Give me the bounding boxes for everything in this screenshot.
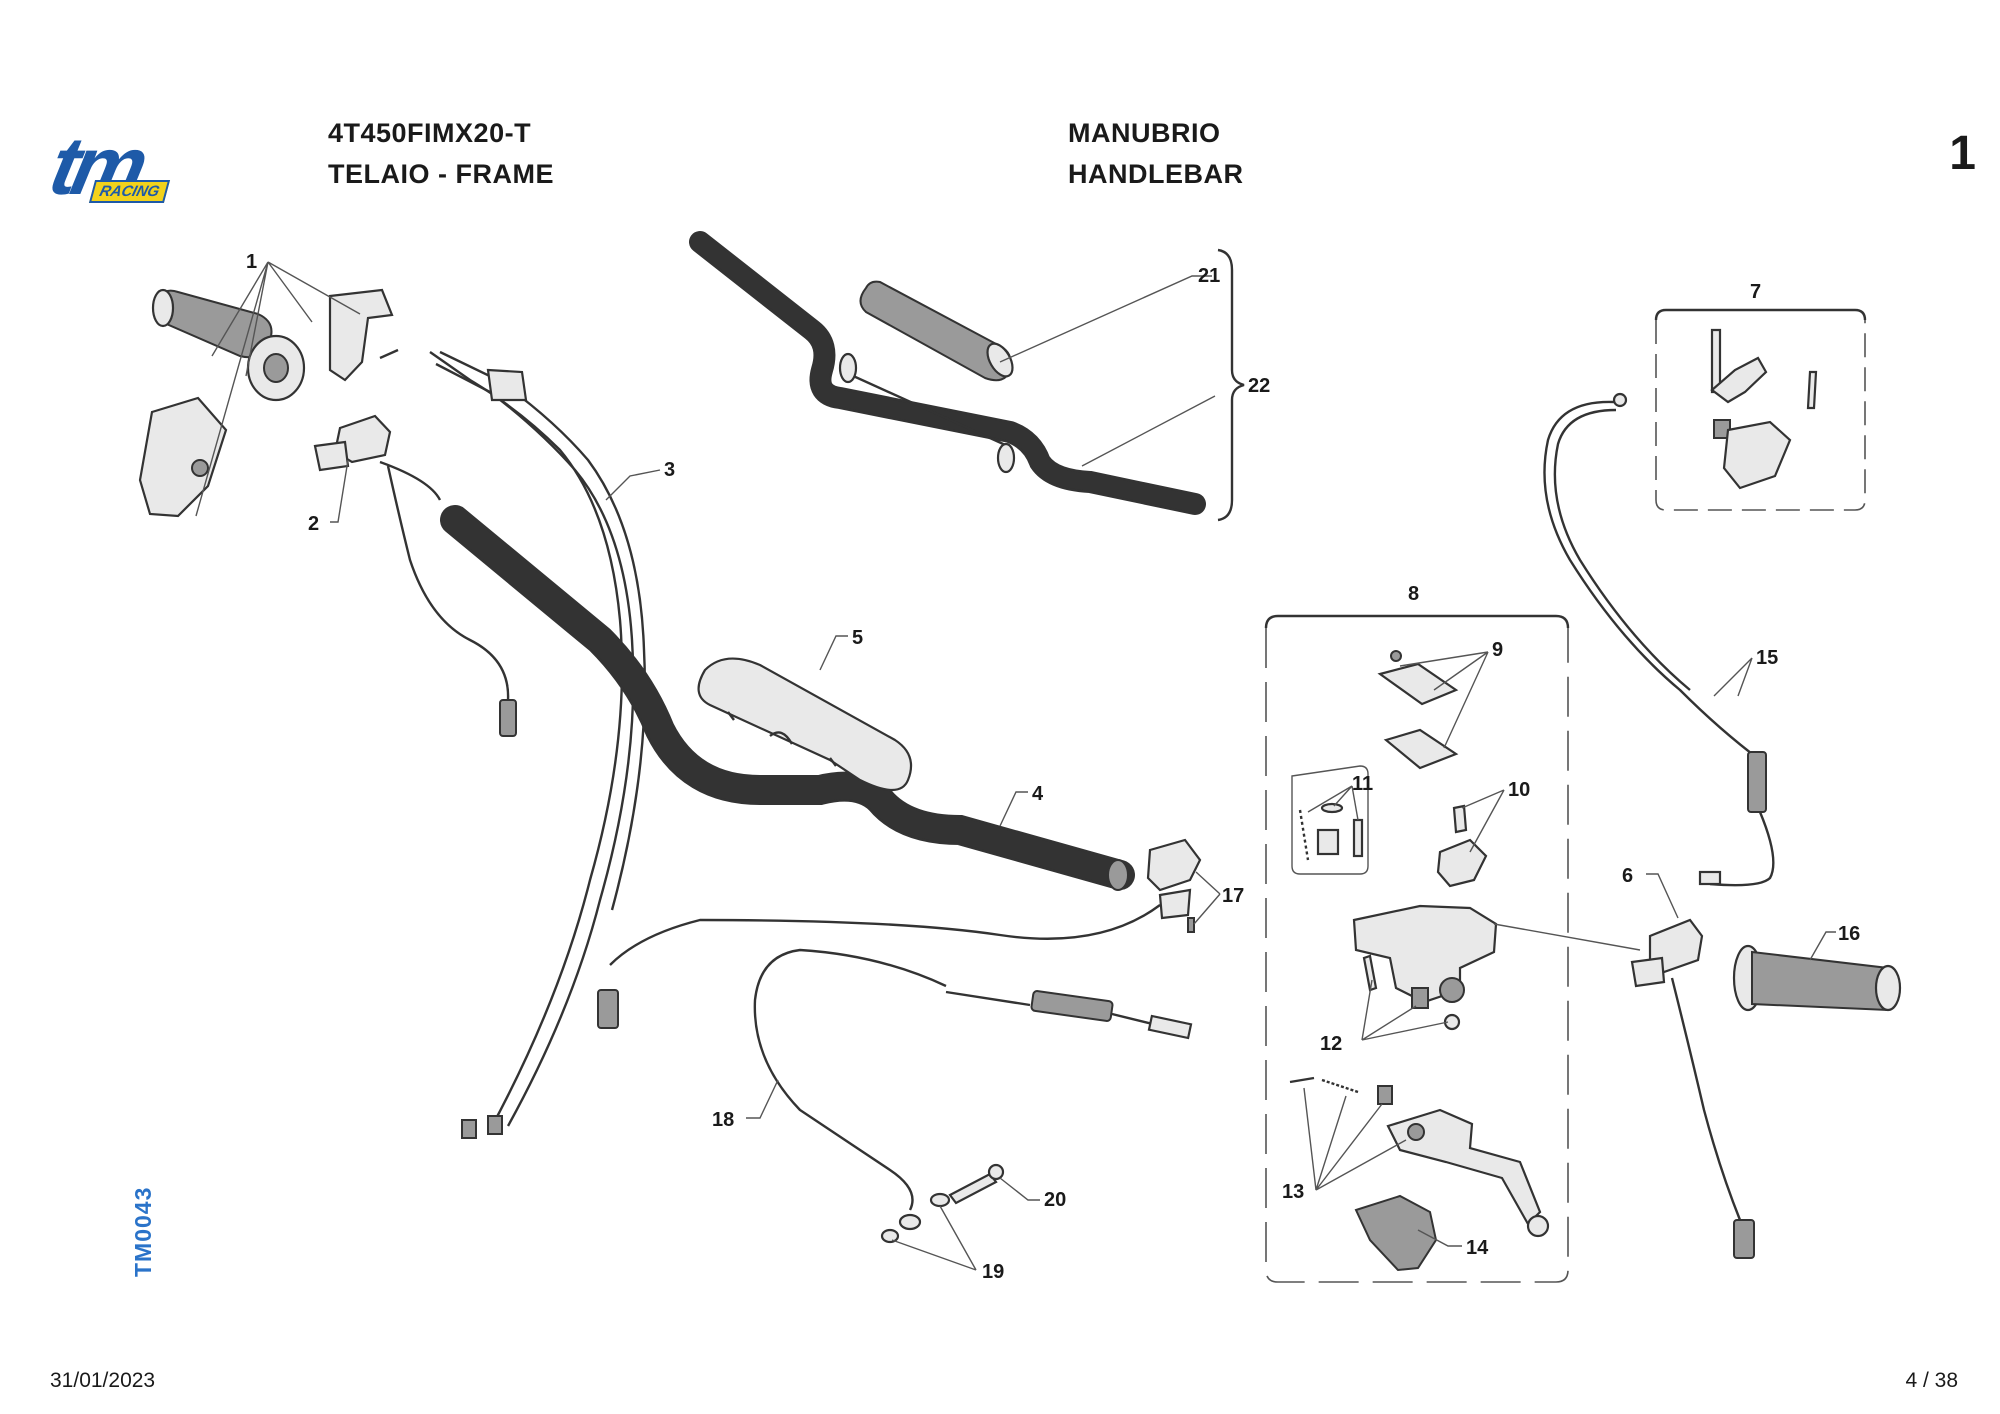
callout-3: 3 — [664, 459, 675, 481]
bracket-22 — [1217, 248, 1245, 522]
callout-17: 17 — [1222, 885, 1244, 907]
callout-20: 20 — [1044, 1189, 1066, 1211]
callout-9: 9 — [1492, 639, 1503, 661]
footer-date: 31/01/2023 — [50, 1369, 156, 1392]
handlebar-22-drawing — [689, 231, 1206, 515]
clamp-kit-7-box — [1654, 308, 1867, 511]
callout-15: 15 — [1756, 647, 1778, 669]
callout-22: 22 — [1248, 375, 1270, 397]
clutch-cable-18-drawing — [753, 948, 1193, 1211]
group-title: TELAIO - FRAME — [328, 159, 554, 189]
callout-14: 14 — [1466, 1237, 1489, 1259]
callout-16: 16 — [1838, 923, 1860, 945]
callout-4: 4 — [1032, 783, 1044, 805]
callout-18: 18 — [712, 1109, 734, 1131]
callout-7: 7 — [1750, 281, 1761, 303]
page-badge: 1 — [1949, 127, 1976, 180]
callout-21: 21 — [1198, 265, 1220, 287]
switch-2-drawing — [313, 414, 517, 737]
handlebar-4-drawing — [440, 505, 1135, 891]
bar-pad-5-drawing — [697, 657, 913, 792]
model-code: 4T450FIMX20-T — [328, 118, 532, 148]
callout-6: 6 — [1622, 865, 1633, 887]
title-english: HANDLEBAR — [1068, 159, 1244, 189]
footer-page: 4 / 38 — [1905, 1369, 1958, 1392]
switch-17-drawing — [597, 838, 1202, 1029]
banjo-19-20-drawing — [880, 1163, 1005, 1244]
callout-10: 10 — [1508, 779, 1530, 801]
callout-5: 5 — [852, 627, 863, 649]
callout-11: 11 — [1352, 773, 1373, 795]
callout-19: 19 — [982, 1261, 1004, 1283]
master-cylinder-8-box — [1264, 614, 1570, 1283]
callouts: 1 2 3 4 5 6 7 8 9 10 11 12 13 — [195, 251, 1860, 1283]
cable-15-drawing — [1543, 392, 1775, 887]
title-italian: MANUBRIO — [1068, 118, 1221, 148]
throttle-assembly-1-drawing — [138, 288, 399, 518]
callout-13: 13 — [1282, 1181, 1304, 1203]
switch-6-drawing — [1630, 918, 1755, 1259]
grip-16-drawing — [1732, 944, 1902, 1012]
bar-pad-21-drawing — [859, 280, 1014, 382]
callout-12: 12 — [1320, 1033, 1342, 1055]
callout-2: 2 — [308, 513, 319, 535]
callout-8: 8 — [1408, 583, 1419, 605]
callout-1: 1 — [246, 251, 257, 273]
